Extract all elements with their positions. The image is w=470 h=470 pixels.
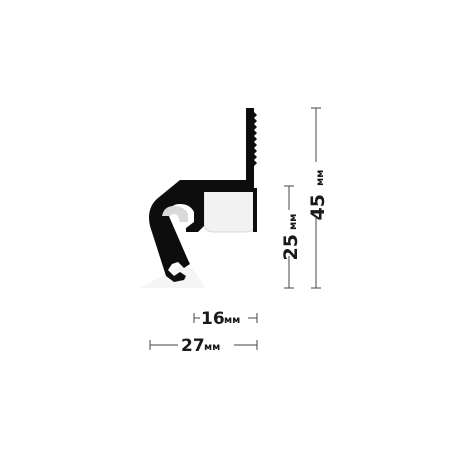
label-total-width: 27 мм [181,336,220,356]
label-inner-width-value: 16 [201,309,225,329]
dimension-total-width [149,340,258,350]
clip-insert [162,206,188,222]
diffuser-cover [203,189,257,233]
label-inner-height: 25 мм [280,214,302,261]
label-inner-width-unit: мм [224,315,240,326]
aluminium-profile [149,108,257,282]
label-inner-height-unit: мм [288,214,299,230]
dimension-inner-width [193,313,258,323]
label-total-height-unit: мм [315,170,326,186]
label-total-height-value: 45 [307,194,329,220]
label-total-width-value: 27 [181,336,205,356]
dimension-inner-height [284,185,294,289]
label-total-height: 45 мм [307,170,329,221]
label-inner-width: 16 мм [201,309,240,329]
label-total-width-unit: мм [204,342,220,353]
dimension-total-height [311,107,321,289]
label-inner-height-value: 25 [280,234,302,260]
